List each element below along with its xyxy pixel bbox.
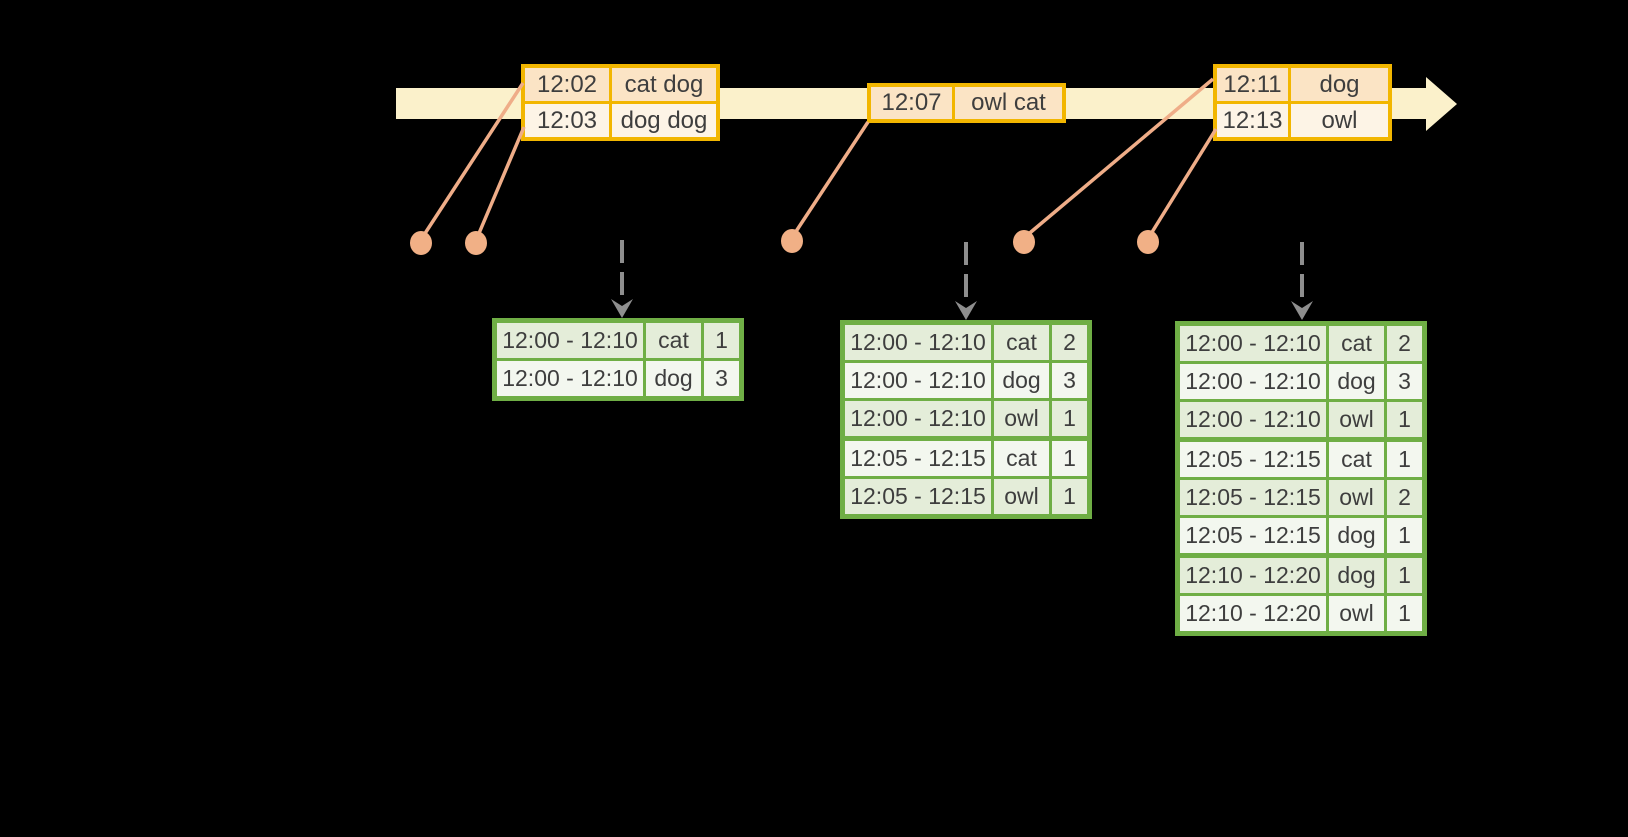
result-table-2: 12:00 - 12:10 cat 2 12:00 - 12:10 dog 3 … [840, 320, 1092, 519]
result-row: 12:05 - 12:15 cat 1 [845, 436, 1087, 476]
result-row: 12:00 - 12:10 dog 3 [497, 358, 739, 396]
event-time: 12:07 [881, 89, 942, 116]
result-word: dog [1326, 518, 1384, 553]
result-word: owl [1326, 402, 1384, 437]
event-dot-icon [465, 231, 487, 255]
result-count: 3 [1384, 364, 1422, 399]
event-batch-2: 12:07 owl cat [867, 83, 1066, 123]
event-row: 12:13 owl [1217, 101, 1388, 137]
result-count: 1 [1384, 402, 1422, 437]
event-batch-1: 12:02 cat dog 12:03 dog dog [521, 64, 720, 141]
result-table-1: 12:00 - 12:10 cat 1 12:00 - 12:10 dog 3 [492, 318, 744, 401]
result-row: 12:00 - 12:10 cat 2 [1180, 326, 1422, 361]
result-word: cat [991, 441, 1049, 476]
result-row: 12:00 - 12:10 cat 1 [497, 323, 739, 358]
result-word: dog [643, 361, 701, 396]
event-dot-icon [781, 229, 803, 253]
result-window: 12:05 - 12:15 [850, 483, 986, 509]
result-row: 12:00 - 12:10 owl 1 [845, 398, 1087, 436]
result-count: 1 [1384, 558, 1422, 593]
connector-line [1147, 128, 1218, 238]
event-words: owl cat [952, 87, 1062, 119]
result-word: owl [991, 479, 1049, 514]
result-word: cat [643, 323, 701, 358]
event-row: 12:03 dog dog [525, 101, 716, 137]
result-row: 12:00 - 12:10 dog 3 [1180, 361, 1422, 399]
result-word: cat [991, 325, 1049, 360]
result-count: 2 [1384, 326, 1422, 361]
event-dot-icon [410, 231, 432, 255]
result-count: 1 [1049, 441, 1087, 476]
result-window: 12:00 - 12:10 [850, 367, 986, 393]
result-row: 12:05 - 12:15 dog 1 [1180, 515, 1422, 553]
event-batch-3: 12:11 dog 12:13 owl [1213, 64, 1392, 141]
result-window: 12:00 - 12:10 [502, 365, 638, 391]
event-row: 12:07 owl cat [871, 87, 1062, 119]
result-count: 1 [1384, 442, 1422, 477]
result-window: 12:00 - 12:10 [1185, 406, 1321, 432]
event-dot-icon [1013, 230, 1035, 254]
result-count: 1 [1049, 479, 1087, 514]
event-time: 12:11 [1223, 70, 1282, 98]
result-window: 12:05 - 12:15 [1185, 446, 1321, 472]
event-row: 12:11 dog [1217, 68, 1388, 101]
result-count: 2 [1049, 325, 1087, 360]
result-window: 12:00 - 12:10 [1185, 330, 1321, 356]
result-count: 1 [1384, 518, 1422, 553]
result-word: owl [991, 401, 1049, 436]
event-time: 12:03 [536, 106, 598, 134]
connector-line [791, 121, 870, 237]
result-table-3: 12:00 - 12:10 cat 2 12:00 - 12:10 dog 3 … [1175, 321, 1427, 636]
result-window: 12:10 - 12:20 [1185, 600, 1321, 626]
result-count: 1 [701, 323, 739, 358]
result-count: 2 [1384, 480, 1422, 515]
result-word: owl [1326, 596, 1384, 631]
result-word: dog [1326, 558, 1384, 593]
trigger-arrowhead-icon [611, 299, 633, 318]
connector-line [475, 126, 526, 239]
result-count: 1 [1049, 401, 1087, 436]
event-time-axis-arrowhead-icon [1426, 77, 1457, 131]
event-time: 12:13 [1222, 106, 1283, 134]
result-count: 3 [1049, 363, 1087, 398]
result-window: 12:00 - 12:10 [850, 405, 986, 431]
result-row: 12:10 - 12:20 dog 1 [1180, 553, 1422, 593]
event-time: 12:02 [536, 70, 598, 98]
result-window: 12:00 - 12:10 [502, 327, 638, 353]
result-window: 12:10 - 12:20 [1185, 562, 1321, 588]
trigger-arrows [611, 240, 1313, 320]
result-window: 12:05 - 12:15 [850, 445, 986, 471]
result-word: dog [1326, 364, 1384, 399]
result-row: 12:05 - 12:15 cat 1 [1180, 437, 1422, 477]
result-word: dog [991, 363, 1049, 398]
result-word: cat [1326, 326, 1384, 361]
result-window: 12:05 - 12:15 [1185, 522, 1321, 548]
trigger-arrowhead-icon [1291, 301, 1313, 320]
event-words: dog dog [609, 104, 716, 137]
result-row: 12:00 - 12:10 dog 3 [845, 360, 1087, 398]
event-words: cat dog [609, 68, 716, 101]
event-words: dog [1288, 68, 1388, 101]
event-dots [410, 229, 1159, 255]
result-row: 12:00 - 12:10 cat 2 [845, 325, 1087, 360]
event-words: owl [1288, 104, 1388, 137]
result-row: 12:05 - 12:15 owl 2 [1180, 477, 1422, 515]
result-count: 1 [1384, 596, 1422, 631]
trigger-arrowhead-icon [955, 301, 977, 320]
event-dot-icon [1137, 230, 1159, 254]
result-window: 12:05 - 12:15 [1185, 484, 1321, 510]
result-row: 12:05 - 12:15 owl 1 [845, 476, 1087, 514]
result-count: 3 [701, 361, 739, 396]
result-window: 12:00 - 12:10 [1185, 368, 1321, 394]
result-word: owl [1326, 480, 1384, 515]
result-row: 12:10 - 12:20 owl 1 [1180, 593, 1422, 631]
result-row: 12:00 - 12:10 owl 1 [1180, 399, 1422, 437]
result-word: cat [1326, 442, 1384, 477]
event-row: 12:02 cat dog [525, 68, 716, 101]
result-window: 12:00 - 12:10 [850, 329, 986, 355]
